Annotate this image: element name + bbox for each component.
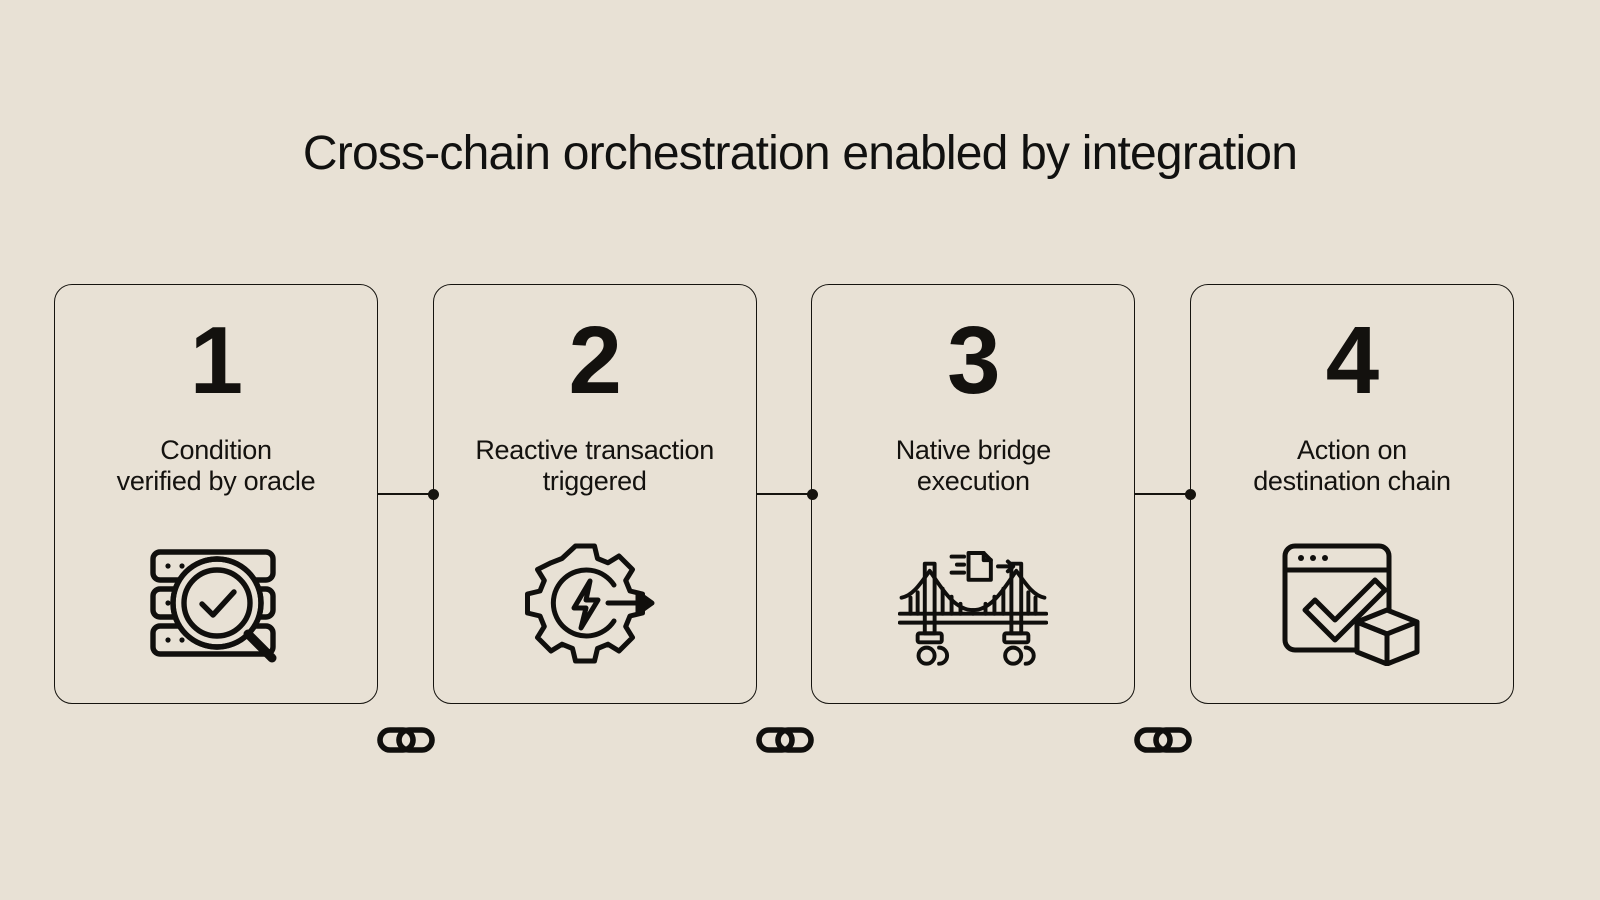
step-number-2: 2 — [568, 307, 621, 414]
connector-1-to-2 — [378, 488, 439, 500]
connector-3-to-4 — [1135, 488, 1196, 500]
connector-dot — [807, 488, 818, 500]
server-magnifier-check-icon — [141, 539, 291, 667]
step-label-3: Native bridge execution — [895, 435, 1051, 496]
step-label-1: Condition verified by oracle — [116, 435, 316, 496]
step-label-2: Reactive transaction triggered — [475, 435, 714, 496]
browser-window-check-cube-icon — [1277, 539, 1427, 667]
connector-line — [1135, 493, 1191, 495]
step-number-1: 1 — [189, 307, 243, 414]
step-number-4: 4 — [1325, 307, 1379, 414]
suspension-bridge-document-transfer-icon — [898, 539, 1049, 667]
connector-line — [378, 493, 434, 495]
step-card-4[interactable]: 4 Action on destination chain — [1189, 284, 1514, 704]
connector-2-to-3 — [757, 488, 818, 500]
step-label-4: Action on destination chain — [1253, 435, 1451, 496]
step-card-1[interactable]: 1 Condition verified by oracle — [54, 284, 378, 704]
step-number-3: 3 — [947, 307, 1000, 414]
connector-dot — [1185, 488, 1196, 500]
step-card-2[interactable]: 2 Reactive transaction triggered — [432, 284, 757, 704]
chain-link-icon-1 — [376, 718, 436, 762]
gear-lightning-arrow-icon — [520, 539, 670, 667]
connector-dot — [428, 488, 439, 500]
step-card-row: 1 Condition verified by oracle — [54, 284, 1514, 704]
chain-link-icon-3 — [1133, 718, 1193, 762]
connector-line — [757, 493, 813, 495]
page-title: Cross-chain orchestration enabled by int… — [302, 127, 1298, 180]
chain-link-icon-2 — [755, 718, 815, 762]
step-card-3[interactable]: 3 Native bridge execution — [811, 284, 1136, 704]
